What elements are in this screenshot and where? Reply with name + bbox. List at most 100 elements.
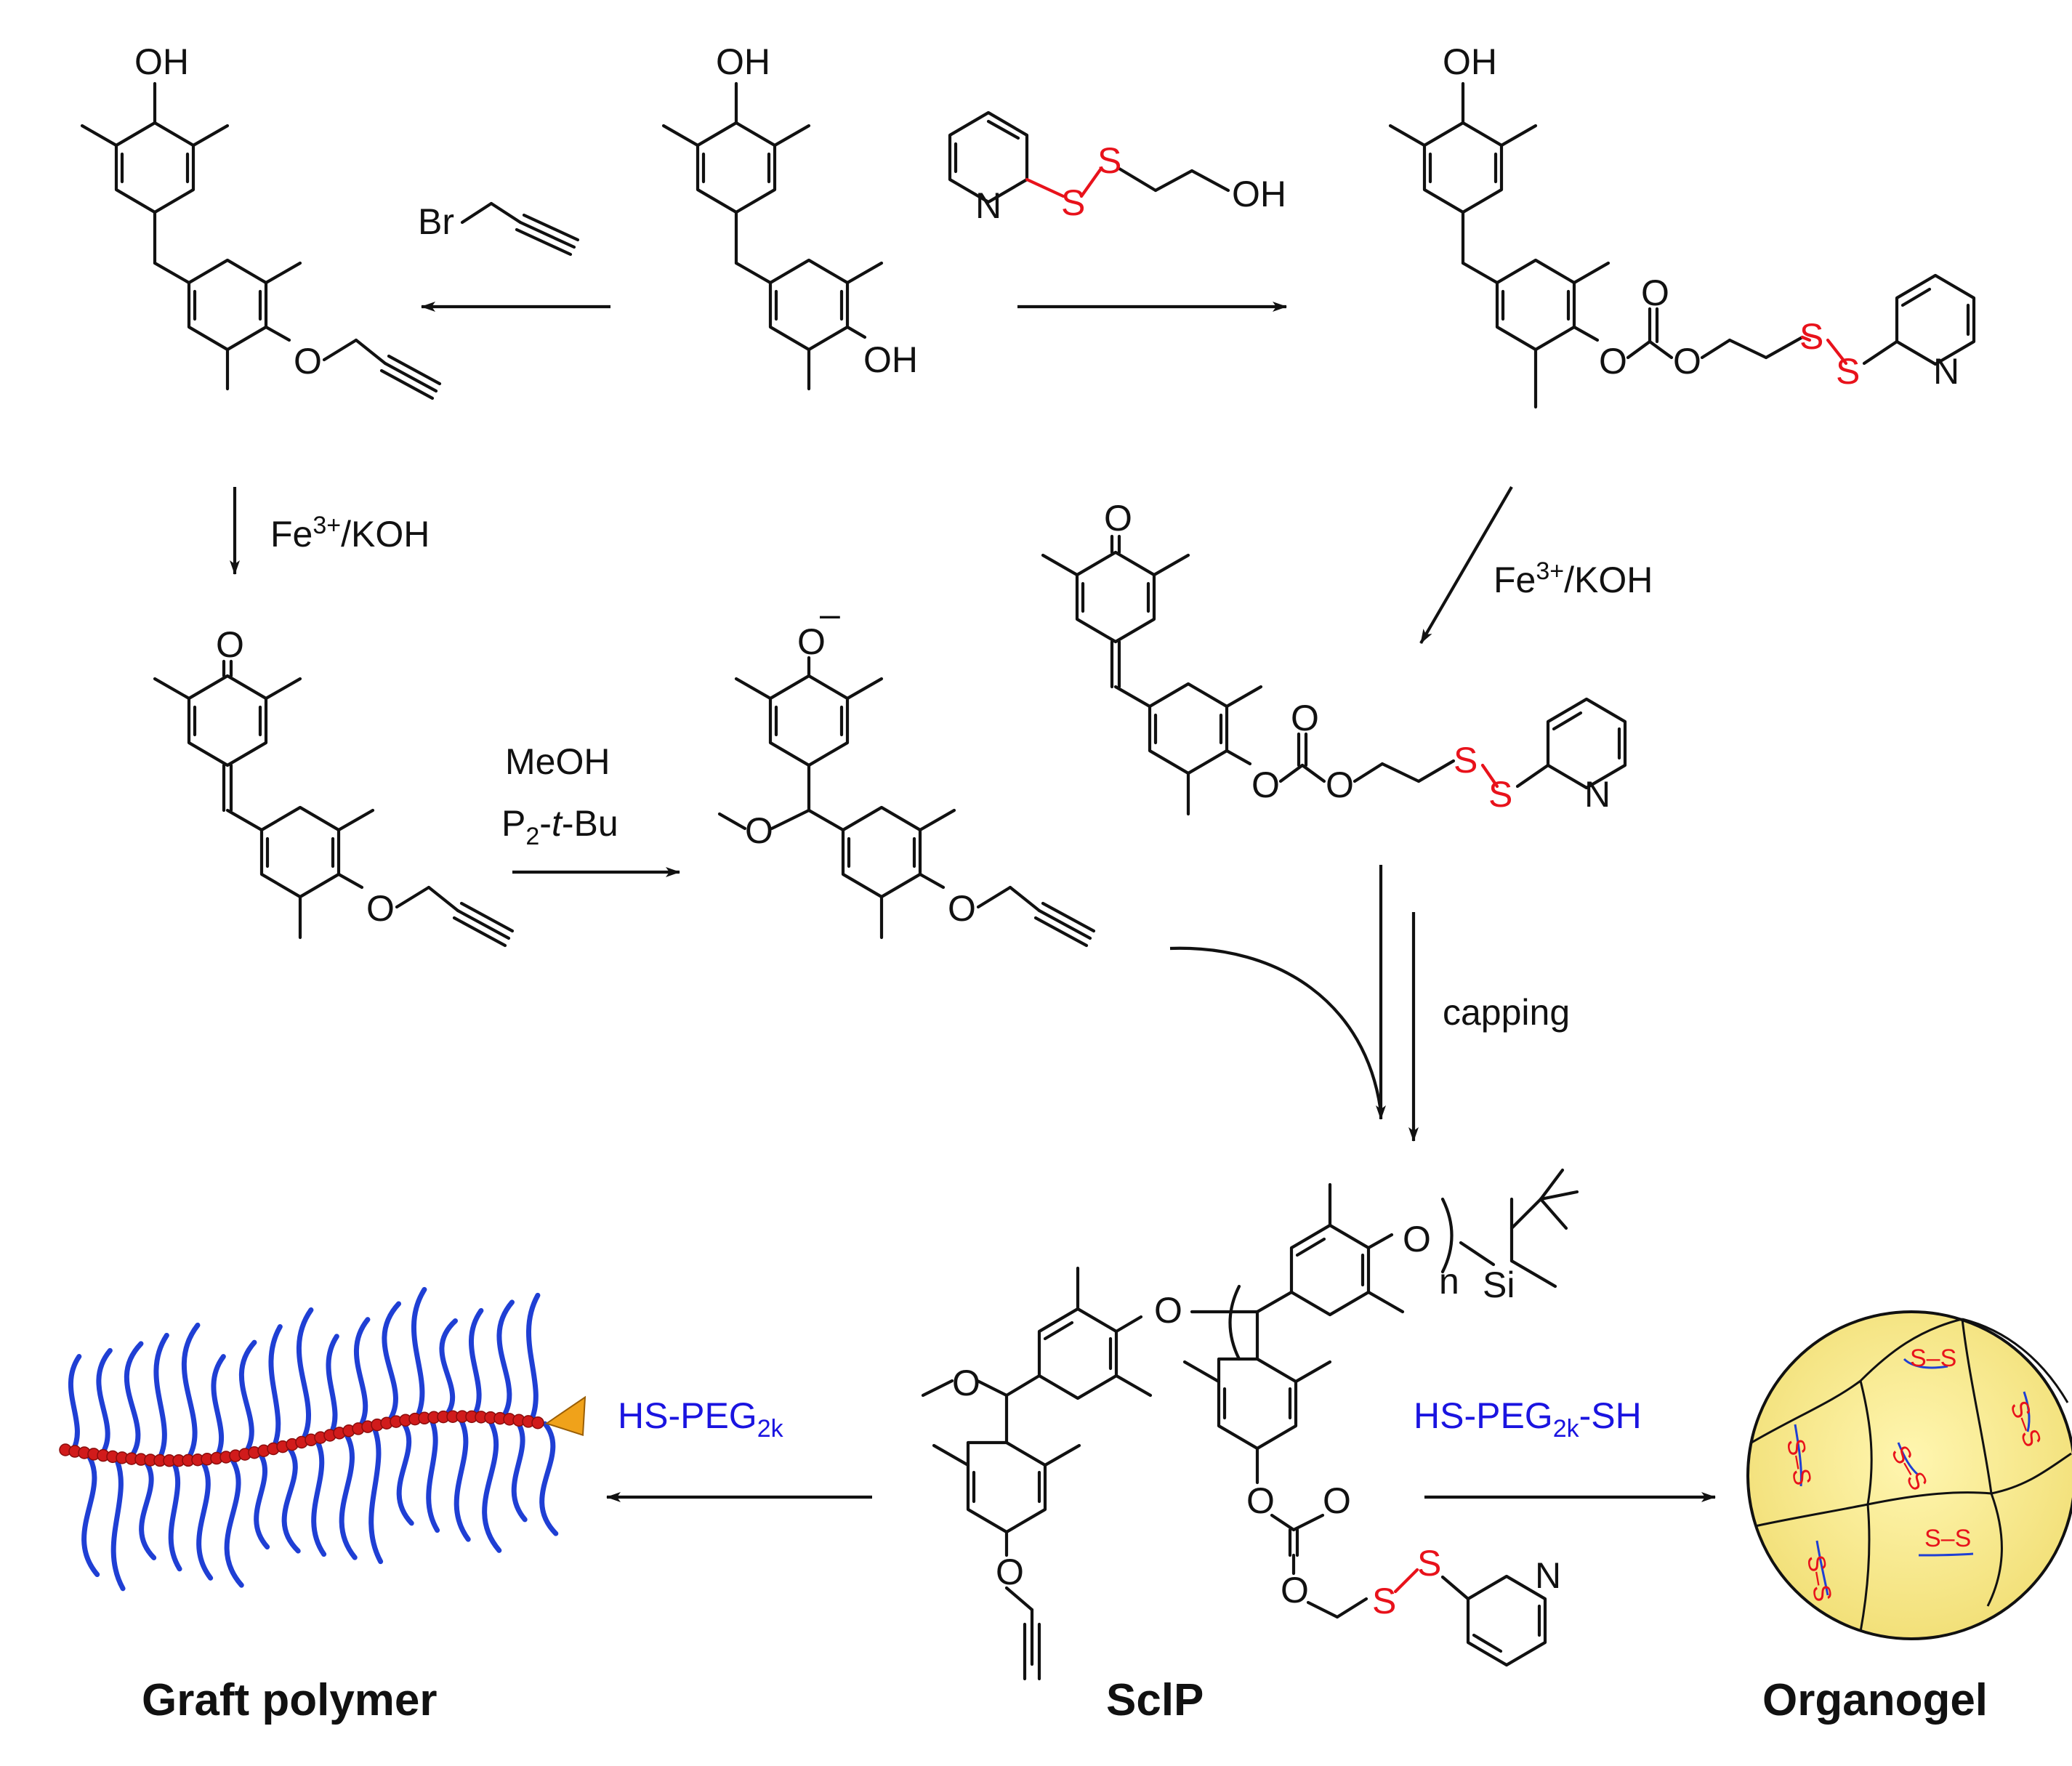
peg-chain [281,1443,301,1554]
peg-chain [182,1322,201,1463]
gel-crosslink [1815,1540,1829,1596]
silicon: Si [1483,1265,1515,1305]
svg-text:Fe3+/KOH: Fe3+/KOH [1493,557,1653,600]
peg-chain [311,1436,327,1557]
oh-lower: OH [863,339,918,380]
propargyl-ether-o: O [996,1552,1024,1592]
peg-chain [339,1429,358,1560]
pyridyl-disulfide-reagent: N S S OH [948,110,1286,226]
gel-disulfide: S–S [1910,1344,1956,1372]
capping-label: capping [1443,992,1570,1033]
backbone-ether-o: O [1154,1290,1182,1331]
peg-chain [168,1458,182,1572]
methoxy-o: O [745,810,773,851]
pyridine-n: N [1584,774,1611,815]
carbonate-o-double: O [1641,273,1669,313]
disulfide-s2: S [1836,351,1860,392]
methanol-addition-conditions: MeOH P2-t-Bu [501,741,618,850]
disulfide-s1: S [1372,1581,1396,1621]
propargyl-bisphenol: OH O [80,41,442,400]
peg-chain [426,1415,440,1533]
peg-chain [453,1414,471,1542]
ether-oxygen: O [294,341,322,382]
carbonate-o1: O [1599,341,1627,382]
pyridine-n: N [975,185,1001,226]
gel-crosslink [1897,1442,1919,1477]
backbone-bead [531,1416,544,1430]
disulfide-s1: S [1061,182,1085,223]
oxidation-right-label: Fe3+/KOH [1493,557,1653,600]
peg-chain [482,1414,502,1553]
carbonate-o-double: O [1323,1480,1351,1521]
ether-oxygen: O [948,888,976,929]
peg-chain [254,1449,270,1550]
gel-crosslink [1794,1424,1802,1487]
carbonate-o-double: O [1291,698,1319,738]
peg-chain [268,1324,283,1452]
carbonate-o2: O [1673,341,1701,382]
bromide-label: Br [418,201,454,242]
arrow-merge-curve [1169,946,1383,1113]
peg-chain [224,1453,244,1588]
oh-top: OH [1443,41,1497,82]
peg-chain [439,1318,459,1420]
peg-chain [139,1456,157,1560]
sclp-title: SclP [1106,1675,1204,1725]
bisphenol-start: OH OH [661,41,918,391]
organogel-illustration: S–S S–S S–S S–S S–S S–S [1746,1310,2072,1640]
peg-chain [368,1423,384,1565]
quinone-methide-carbonate: O O O O S S N [1041,498,1627,816]
disulfide-s1: S [1799,316,1823,357]
pyridine-n: N [1535,1555,1561,1596]
quinone-o: O [1104,498,1132,539]
peg-chain [468,1307,484,1419]
hydroxyl: OH [1232,174,1286,214]
peg-chain [511,1417,528,1523]
carbonate-bisphenol: OH O O O S S N [1388,41,1976,409]
quinone-methide-propargyl: O O [153,624,515,948]
methanol-label: MeOH [505,741,610,782]
ether-oxygen: O [366,888,395,929]
peg-chain [411,1286,427,1422]
peg-chain [96,1347,113,1458]
gel-reagent-label: HS-PEG2k-SH [1414,1395,1642,1443]
end-ether-o: O [1403,1219,1431,1259]
carbonate-o2: O [1326,765,1354,805]
arrow-oxidation-right [1419,485,1513,645]
sclp-structure: O O O O Si n O O O S S N [921,1168,1579,1681]
carbonate-o1: O [1246,1480,1275,1521]
methoxy-phenolate-propargyl: O – O O [717,594,1096,948]
pyridine-n: N [1933,351,1959,392]
peg-chain [396,1418,414,1526]
peg-chain [110,1454,126,1592]
peg-chain [196,1456,214,1581]
gel-disulfide: S–S [1924,1525,1971,1552]
peg-chain [539,1421,559,1536]
disulfide-s2: S [1417,1543,1441,1584]
carbonate-o2: O [1281,1570,1309,1610]
end-cap-marker [544,1395,586,1436]
methoxy-o: O [952,1363,980,1403]
peg-chain [382,1301,402,1426]
peg-chain [353,1317,371,1432]
oxidation-left-label: Fe3+/KOH [270,512,430,555]
peg-chain [124,1341,144,1461]
peg-chain [68,1354,82,1454]
disulfide-s2: S [1097,140,1121,181]
peg-chain [526,1292,541,1424]
base-label: P2-t-Bu [501,803,618,850]
peg-chain [153,1332,169,1463]
gel-sphere [1746,1310,2072,1640]
propargyl-bromide-reagent: Br [418,201,580,257]
oh-top: OH [716,41,770,82]
phenolate-charge: – [820,594,840,634]
phenolate-o: O [797,621,826,662]
quinone-o: O [216,624,244,665]
svg-text:Fe3+/KOH: Fe3+/KOH [270,512,430,555]
peg-chain [297,1307,314,1445]
peg-chain [211,1354,226,1461]
graft-polymer-title: Graft polymer [142,1675,438,1725]
peg-chain [496,1299,515,1422]
organogel-title: Organogel [1762,1675,1988,1725]
